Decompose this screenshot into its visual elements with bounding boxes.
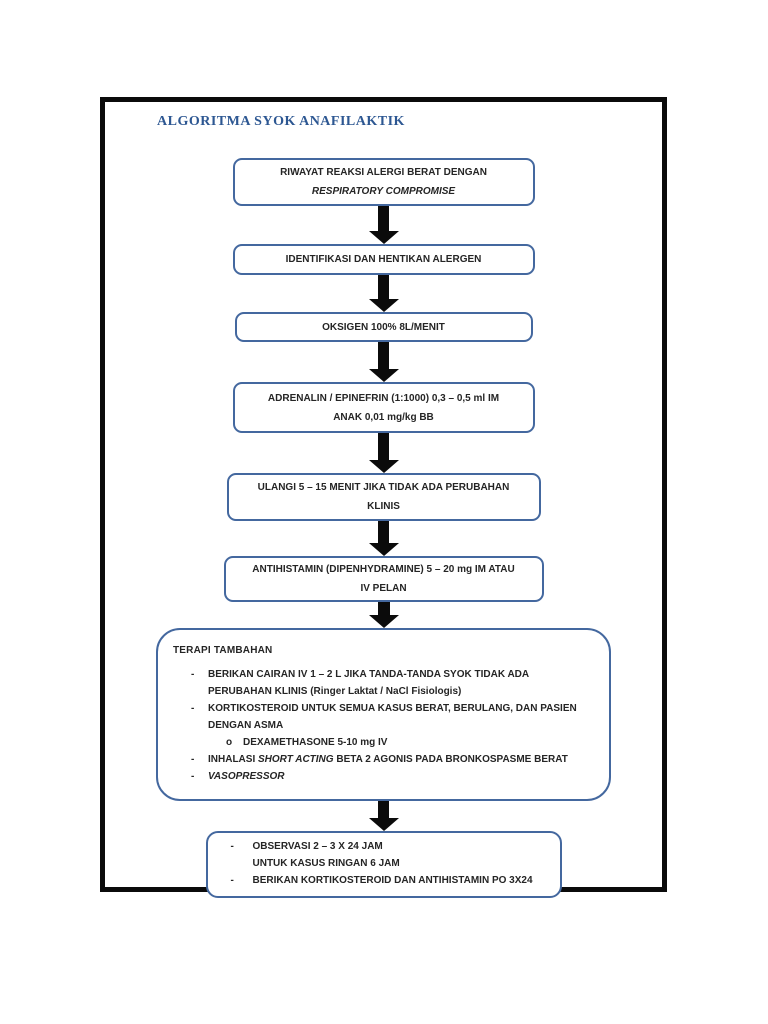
bullet-dash-marker: - <box>191 771 195 782</box>
flow-box-ulangi: ULANGI 5 – 15 MENIT JIKA TIDAK ADA PERUB… <box>226 473 541 521</box>
bullet-dash-marker: - <box>191 669 195 680</box>
terapi-bullet-line: DENGAN ASMA <box>208 720 284 731</box>
terapi-bullet-segment: INHALASI <box>208 754 258 765</box>
terapi-sub-bullet-line: DEXAMETHASONE 5-10 mg IV <box>243 737 388 748</box>
flow-box-line: IV PELAN <box>360 583 407 594</box>
flow-box-adrenalin: ADRENALIN / EPINEFRIN (1:1000) 0,3 – 0,5… <box>232 382 535 433</box>
arrow-head <box>368 231 399 244</box>
down-arrow <box>368 521 399 556</box>
flow-box-line: ANAK 0,01 mg/kg BB <box>333 411 434 423</box>
flow-box-riwayat: RIWAYAT REAKSI ALERGI BERAT DENGAN RESPI… <box>232 158 535 206</box>
observasi-bullet-line: OBSERVASI 2 – 3 X 24 JAM <box>252 841 383 852</box>
terapi-bullet-segment: BETA 2 AGONIS PADA BRONKOSPASME BERAT <box>333 754 568 765</box>
observasi-bullet-line: UNTUK KASUS RINGAN 6 JAM <box>252 858 400 869</box>
document-frame: ALGORITMA SYOK ANAFILAKTIK RIWAYAT REAKS… <box>100 97 667 898</box>
terapi-bullet-kortikosteroid: - KORTIKOSTEROID UNTUK SEMUA KASUS BERAT… <box>173 700 603 734</box>
flow-box-line: IDENTIFIKASI DAN HENTIKAN ALERGEN <box>285 254 482 265</box>
down-arrow <box>368 275 399 312</box>
flow-box-line: ADRENALIN / EPINEFRIN (1:1000) 0,3 – 0,5… <box>267 392 500 404</box>
arrow-shaft <box>378 521 389 543</box>
flowchart: RIWAYAT REAKSI ALERGI BERAT DENGAN RESPI… <box>105 102 662 898</box>
arrow-shaft <box>378 433 389 460</box>
terapi-bullet-inhalasi: - INHALASI SHORT ACTING BETA 2 AGONIS PA… <box>173 751 603 768</box>
bullet-dash-marker: - <box>191 754 195 765</box>
terapi-bullet-cairan: - BERIKAN CAIRAN IV 1 – 2 L JIKA TANDA-T… <box>173 666 603 700</box>
terapi-heading: TERAPI TAMBAHAN <box>173 645 273 656</box>
bullet-dash-marker: - <box>230 841 234 852</box>
terapi-bullet-vasopressor: - VASOPRESSOR <box>173 768 603 785</box>
observasi-bullet-kortikosteroid: - BERIKAN KORTIKOSTEROID DAN ANTIHISTAMI… <box>220 872 554 889</box>
down-arrow <box>368 342 399 382</box>
bullet-dash-marker: - <box>191 703 195 714</box>
arrow-head <box>368 818 399 831</box>
arrow-shaft <box>378 206 389 231</box>
flow-box-oksigen: OKSIGEN 100% 8L/MENIT <box>234 312 533 342</box>
flow-box-antihistamin: ANTIHISTAMIN (DIPENHYDRAMINE) 5 – 20 mg … <box>223 556 544 602</box>
arrow-shaft <box>378 275 389 299</box>
arrow-shaft <box>377 602 390 615</box>
flow-box-line: RIWAYAT REAKSI ALERGI BERAT DENGAN <box>280 167 487 178</box>
observasi-bullet-jam: - OBSERVASI 2 – 3 X 24 JAM UNTUK KASUS R… <box>220 838 554 872</box>
arrow-shaft <box>378 801 389 818</box>
bullet-o-marker: o <box>226 737 233 748</box>
terapi-bullet-segment-italic: SHORT ACTING <box>258 754 334 765</box>
arrow-head <box>368 543 399 556</box>
observasi-bullet-line: BERIKAN KORTIKOSTEROID DAN ANTIHISTAMIN … <box>252 875 533 886</box>
terapi-bullet-line: PERUBAHAN KLINIS (Ringer Laktat / NaCl F… <box>208 686 462 697</box>
flow-box-identifikasi: IDENTIFIKASI DAN HENTIKAN ALERGEN <box>232 244 535 275</box>
flow-box-line: OKSIGEN 100% 8L/MENIT <box>322 321 445 333</box>
terapi-bullet-line: KORTIKOSTEROID UNTUK SEMUA KASUS BERAT, … <box>208 703 577 714</box>
flow-box-line: KLINIS <box>367 501 400 512</box>
terapi-bullet-line: BERIKAN CAIRAN IV 1 – 2 L JIKA TANDA-TAN… <box>208 669 530 680</box>
down-arrow <box>368 433 399 473</box>
down-arrow <box>368 602 399 628</box>
page-title: ALGORITMA SYOK ANAFILAKTIK <box>157 114 405 129</box>
down-arrow <box>368 801 399 831</box>
arrow-head <box>368 615 399 628</box>
bullet-dash-marker: - <box>230 875 234 886</box>
terapi-sub-bullet-dexamethasone: o DEXAMETHASONE 5-10 mg IV <box>226 734 603 751</box>
arrow-shaft <box>378 342 389 369</box>
flow-box-line: RESPIRATORY COMPROMISE <box>311 186 456 197</box>
arrow-head <box>368 460 399 473</box>
flow-box-line: ANTIHISTAMIN (DIPENHYDRAMINE) 5 – 20 mg … <box>252 564 515 575</box>
arrow-head <box>368 299 399 312</box>
down-arrow <box>368 206 399 244</box>
flow-box-observasi: - OBSERVASI 2 – 3 X 24 JAM UNTUK KASUS R… <box>205 831 562 898</box>
terapi-bullet-line: VASOPRESSOR <box>208 771 285 782</box>
flow-box-line: ULANGI 5 – 15 MENIT JIKA TIDAK ADA PERUB… <box>257 482 510 493</box>
flow-box-terapi-tambahan: TERAPI TAMBAHAN - BERIKAN CAIRAN IV 1 – … <box>156 628 611 801</box>
arrow-head <box>368 369 399 382</box>
